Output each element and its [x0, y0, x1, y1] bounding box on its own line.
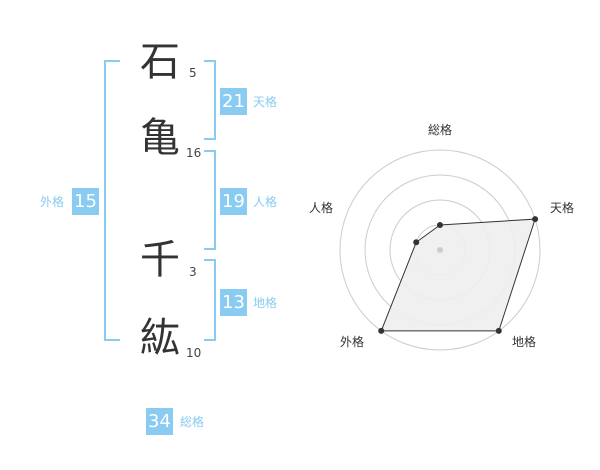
- jinkaku-value: 19: [220, 188, 247, 215]
- radar-point-1: [532, 216, 539, 223]
- radar-center-dot: [437, 247, 443, 253]
- radar-grid-ring: [339, 149, 541, 351]
- stroke-count-3: 3: [189, 265, 197, 279]
- gaikaku-value: 15: [72, 188, 99, 215]
- name-char-2: 亀: [140, 115, 180, 161]
- jinkaku-bracket: [204, 150, 216, 250]
- chikaku-bracket: [204, 259, 216, 341]
- tenkaku-value: 21: [220, 88, 247, 115]
- stroke-count-2: 16: [186, 146, 202, 160]
- radar-axis-label-tenkaku: 天格: [550, 201, 575, 215]
- radar-axis-label-soukaku: 総格: [428, 123, 453, 137]
- soukaku-value: 34: [146, 408, 173, 435]
- tenkaku-bracket: [204, 60, 216, 140]
- gaikaku-bracket: [104, 60, 120, 341]
- radar-point-0: [437, 222, 443, 228]
- chikaku-label: 地格: [253, 296, 278, 310]
- name-char-1: 石: [140, 39, 180, 85]
- soukaku-label: 総格: [180, 415, 205, 429]
- gaikaku-label: 外格: [40, 195, 65, 209]
- name-char-3: 千: [140, 237, 180, 283]
- stroke-count-4: 10: [186, 346, 202, 360]
- chikaku-value: 13: [220, 289, 247, 316]
- radar-point-3: [378, 327, 385, 334]
- name-char-4: 紘: [140, 315, 180, 361]
- radar-data-polygon: [380, 218, 536, 332]
- radar-axis-label-gaikaku: 外格: [340, 335, 365, 349]
- radar-axis-label-chikaku: 地格: [512, 335, 537, 349]
- stroke-count-1: 5: [189, 66, 197, 80]
- radar-data-points: [378, 216, 539, 334]
- radar-axis-label-jinkaku: 人格: [309, 201, 334, 215]
- tenkaku-label: 天格: [253, 95, 278, 109]
- radar-point-4: [413, 239, 420, 246]
- radar-point-2: [495, 327, 502, 334]
- jinkaku-label: 人格: [253, 195, 278, 209]
